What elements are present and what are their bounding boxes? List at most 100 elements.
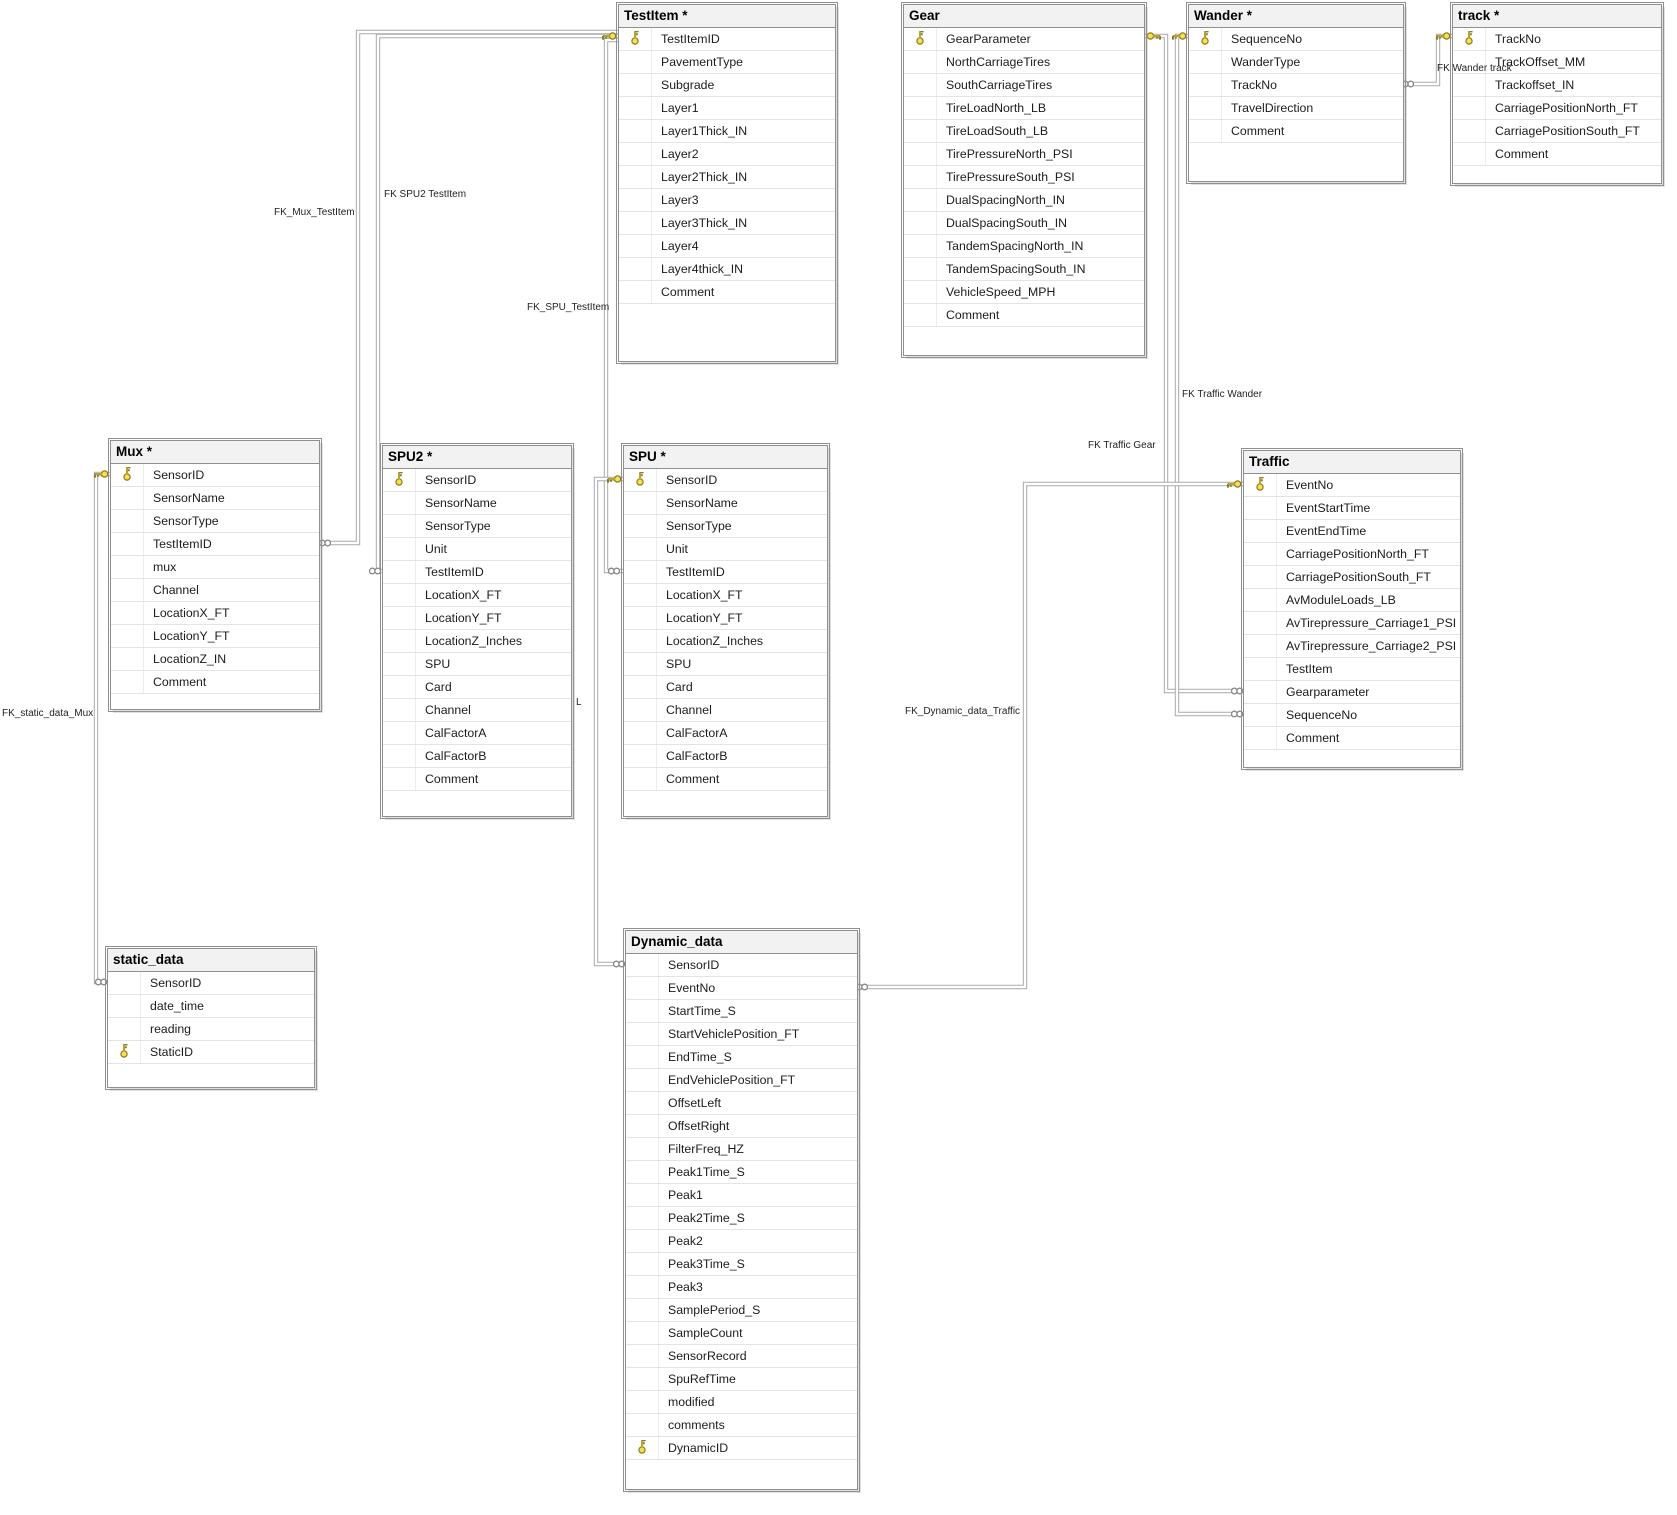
- field-row[interactable]: CalFactorB: [624, 745, 827, 768]
- field-row[interactable]: Layer3: [619, 189, 835, 212]
- table-title[interactable]: Gear: [904, 5, 1144, 28]
- field-row[interactable]: Channel: [111, 579, 319, 602]
- field-row[interactable]: date_time: [108, 995, 314, 1018]
- field-row[interactable]: OffsetRight: [626, 1115, 857, 1138]
- field-row[interactable]: comments: [626, 1414, 857, 1437]
- field-row[interactable]: TireLoadSouth_LB: [904, 120, 1144, 143]
- field-row[interactable]: GearParameter: [904, 28, 1144, 51]
- field-row[interactable]: TestItemID: [111, 533, 319, 556]
- field-row[interactable]: TrackNo: [1453, 28, 1661, 51]
- field-row[interactable]: Layer3Thick_IN: [619, 212, 835, 235]
- relationship-fk-wander-track[interactable]: [1401, 31, 1453, 88]
- field-row[interactable]: TirePressureSouth_PSI: [904, 166, 1144, 189]
- field-row[interactable]: LocationX_FT: [624, 584, 827, 607]
- field-row[interactable]: Card: [383, 676, 571, 699]
- field-row[interactable]: SensorName: [624, 492, 827, 515]
- field-row[interactable]: Peak3Time_S: [626, 1253, 857, 1276]
- field-row[interactable]: LocationY_FT: [111, 625, 319, 648]
- table-title[interactable]: Mux *: [111, 441, 319, 464]
- field-row[interactable]: CarriagePositionNorth_FT: [1244, 543, 1460, 566]
- relationship-fk-static-data-mux[interactable]: [93, 469, 110, 986]
- field-row[interactable]: Card: [624, 676, 827, 699]
- field-row[interactable]: DualSpacingNorth_IN: [904, 189, 1144, 212]
- field-row[interactable]: Layer2: [619, 143, 835, 166]
- field-row[interactable]: EventNo: [1244, 474, 1460, 497]
- field-row[interactable]: WanderType: [1189, 51, 1403, 74]
- table-title[interactable]: SPU *: [624, 446, 827, 469]
- field-row[interactable]: Peak2Time_S: [626, 1207, 857, 1230]
- field-row[interactable]: AvModuleLoads_LB: [1244, 589, 1460, 612]
- field-row[interactable]: SpuRefTime: [626, 1368, 857, 1391]
- field-row[interactable]: Comment: [1453, 143, 1661, 166]
- field-row[interactable]: TravelDirection: [1189, 97, 1403, 120]
- field-row[interactable]: LocationX_FT: [111, 602, 319, 625]
- field-row[interactable]: SensorType: [383, 515, 571, 538]
- field-row[interactable]: Layer1: [619, 97, 835, 120]
- field-row[interactable]: StartTime_S: [626, 1000, 857, 1023]
- field-row[interactable]: SensorName: [383, 492, 571, 515]
- field-row[interactable]: Unit: [383, 538, 571, 561]
- field-row[interactable]: mux: [111, 556, 319, 579]
- field-row[interactable]: reading: [108, 1018, 314, 1041]
- field-row[interactable]: Peak1: [626, 1184, 857, 1207]
- field-row[interactable]: AvTirepressure_Carriage2_PSI: [1244, 635, 1460, 658]
- field-row[interactable]: LocationY_FT: [624, 607, 827, 630]
- field-row[interactable]: SensorID: [626, 954, 857, 977]
- field-row[interactable]: SampleCount: [626, 1322, 857, 1345]
- table-title[interactable]: Traffic: [1244, 451, 1460, 474]
- field-row[interactable]: AvTirepressure_Carriage1_PSI: [1244, 612, 1460, 635]
- table-title[interactable]: TestItem *: [619, 5, 835, 28]
- field-row[interactable]: TrackOffset_MM: [1453, 51, 1661, 74]
- table-title[interactable]: SPU2 *: [383, 446, 571, 469]
- field-row[interactable]: OffsetLeft: [626, 1092, 857, 1115]
- field-row[interactable]: DynamicID: [626, 1437, 857, 1460]
- field-row[interactable]: Channel: [383, 699, 571, 722]
- field-row[interactable]: FilterFreq_HZ: [626, 1138, 857, 1161]
- field-row[interactable]: SequenceNo: [1244, 704, 1460, 727]
- field-row[interactable]: SensorName: [111, 487, 319, 510]
- field-row[interactable]: modified: [626, 1391, 857, 1414]
- field-row[interactable]: TandemSpacingNorth_IN: [904, 235, 1144, 258]
- field-row[interactable]: SPU: [624, 653, 827, 676]
- field-row[interactable]: NorthCarriageTires: [904, 51, 1144, 74]
- relationship-fk-traffic-wander[interactable]: [1171, 31, 1244, 718]
- field-row[interactable]: SamplePeriod_S: [626, 1299, 857, 1322]
- field-row[interactable]: EndTime_S: [626, 1046, 857, 1069]
- field-row[interactable]: Trackoffset_IN: [1453, 74, 1661, 97]
- field-row[interactable]: EventStartTime: [1244, 497, 1460, 520]
- relationship-fk-spu2-testitem[interactable]: [368, 33, 619, 575]
- field-row[interactable]: CarriagePositionNorth_FT: [1453, 97, 1661, 120]
- field-row[interactable]: Peak3: [626, 1276, 857, 1299]
- table-title[interactable]: Wander *: [1189, 5, 1403, 28]
- field-row[interactable]: Subgrade: [619, 74, 835, 97]
- relationship-fk-spu-testitem[interactable]: [601, 31, 623, 575]
- field-row[interactable]: CalFactorB: [383, 745, 571, 768]
- field-row[interactable]: Comment: [624, 768, 827, 791]
- field-row[interactable]: LocationY_FT: [383, 607, 571, 630]
- field-row[interactable]: EventEndTime: [1244, 520, 1460, 543]
- field-row[interactable]: LocationX_FT: [383, 584, 571, 607]
- field-row[interactable]: TestItemID: [619, 28, 835, 51]
- field-row[interactable]: Comment: [111, 671, 319, 694]
- field-row[interactable]: Layer4: [619, 235, 835, 258]
- table-title[interactable]: Dynamic_data: [626, 931, 857, 954]
- field-row[interactable]: PavementType: [619, 51, 835, 74]
- field-row[interactable]: Comment: [383, 768, 571, 791]
- field-row[interactable]: SensorID: [624, 469, 827, 492]
- field-row[interactable]: TestItemID: [624, 561, 827, 584]
- field-row[interactable]: SPU: [383, 653, 571, 676]
- field-row[interactable]: CalFactorA: [383, 722, 571, 745]
- field-row[interactable]: TestItemID: [383, 561, 571, 584]
- field-row[interactable]: SensorType: [624, 515, 827, 538]
- field-row[interactable]: Gearparameter: [1244, 681, 1460, 704]
- field-row[interactable]: StaticID: [108, 1041, 314, 1064]
- field-row[interactable]: DualSpacingSouth_IN: [904, 212, 1144, 235]
